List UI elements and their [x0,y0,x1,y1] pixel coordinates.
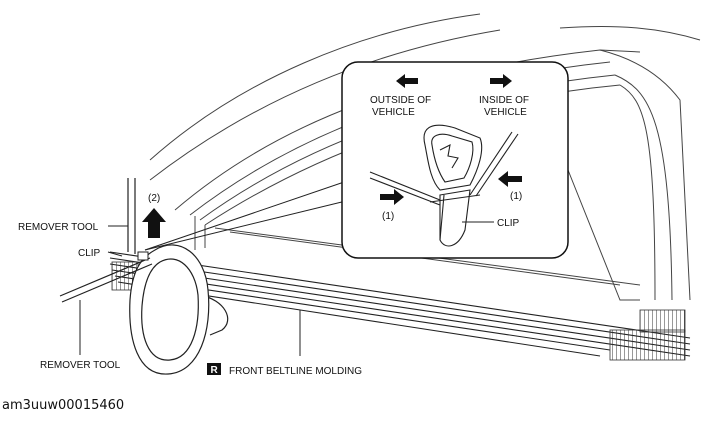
side-mirror [129,244,229,375]
front-beltline-label: FRONT BELTLINE MOLDING [229,366,362,377]
outside-label-line2: VEHICLE [372,107,415,118]
beltline-molding-diagram: OUTSIDE OF VEHICLE INSIDE OF VEHICLE CLI… [18,13,701,377]
remover-tool-diagonal [59,257,153,303]
r-badge-text: R [211,365,219,376]
remover-tool-top-label: REMOVER TOOL [18,222,99,233]
hatch-right-top [639,309,686,333]
clip-main-label: CLIP [78,248,101,259]
step1-left-label: (1) [382,211,394,222]
pry-arrow-2 [142,208,166,238]
remover-tool-vertical [127,178,136,254]
step1-right-label: (1) [510,191,522,202]
inside-arrow-icon [490,74,512,88]
inset-callout-lines [144,179,351,251]
clip-detail [423,124,483,247]
outside-arrow-icon [396,74,418,88]
clip-inset-label: CLIP [497,218,520,229]
step2-label: (2) [148,193,160,204]
inside-label-line2: VEHICLE [484,107,527,118]
push-arrow-left-icon [380,189,404,205]
remover-tool-bottom-label: REMOVER TOOL [40,360,121,371]
leader-lines [79,225,301,356]
clip-part [137,251,149,261]
hatch-right-bottom [609,329,686,361]
inside-label-line1: INSIDE OF [479,95,529,106]
push-arrow-right-icon [498,171,522,187]
figure-code: am3uuw00015460 [2,398,125,413]
r-badge [207,363,221,375]
inset-remover-tools [369,131,519,206]
outside-label-line1: OUTSIDE OF [370,95,431,106]
